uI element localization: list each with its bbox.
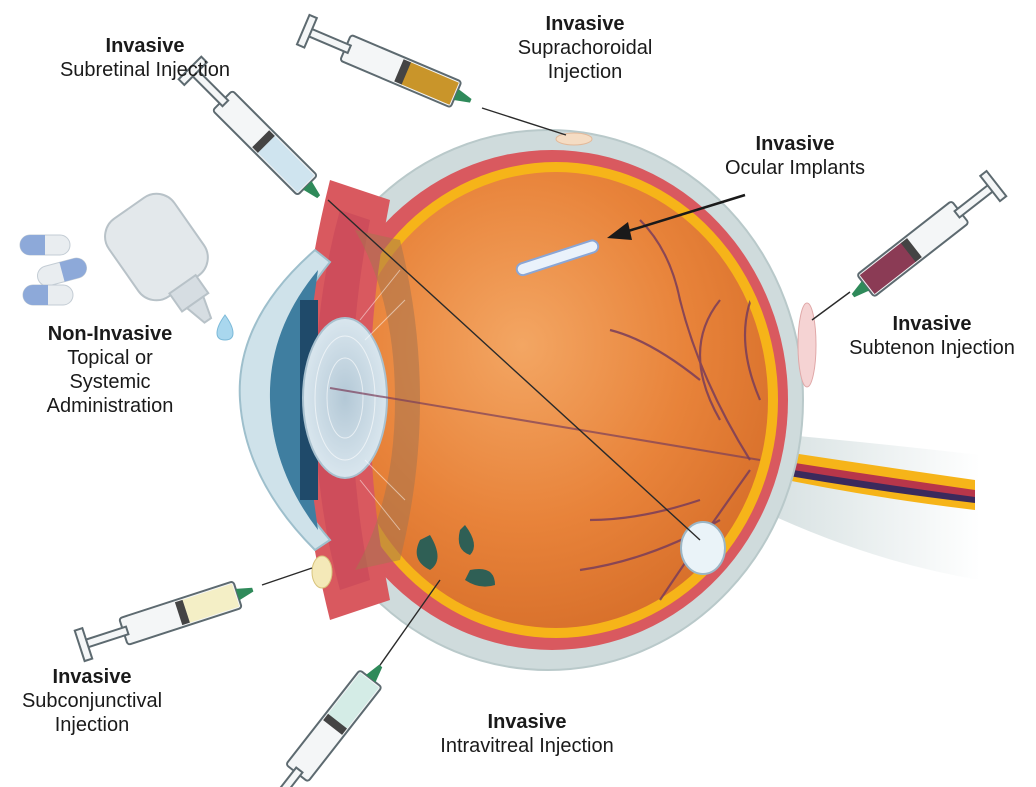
- label-intravitreal: Invasive Intravitreal Injection: [412, 710, 642, 758]
- subconjunctival-bleb: [312, 556, 332, 588]
- label-ocular-implants: Invasive Ocular Implants: [700, 132, 890, 180]
- label-subconjunctival: Invasive Subconjunctival Injection: [2, 665, 182, 737]
- subretinal-bleb: [681, 522, 725, 574]
- syringe-subtenon: [843, 171, 1006, 308]
- label-noninvasive-subtitle: Topical or Systemic Administration: [20, 346, 200, 418]
- syringe-subconjunctival: [75, 574, 258, 661]
- subtenon-bleb: [798, 303, 816, 387]
- label-subretinal-subtitle: Subretinal Injection: [40, 58, 250, 82]
- label-implants-subtitle: Ocular Implants: [700, 156, 890, 180]
- lens: [303, 318, 387, 478]
- label-suprachoroidal-title: Invasive: [490, 12, 680, 36]
- label-intravitreal-title: Invasive: [412, 710, 642, 734]
- label-subretinal: Invasive Subretinal Injection: [40, 34, 250, 82]
- syringe-suprachoroidal: [297, 15, 477, 116]
- label-noninvasive-title: Non-Invasive: [20, 322, 200, 346]
- label-subtenon-subtitle: Subtenon Injection: [832, 336, 1032, 360]
- label-subretinal-title: Invasive: [40, 34, 250, 58]
- label-subconjunctival-subtitle: Subconjunctival Injection: [2, 689, 182, 737]
- label-subtenon: Invasive Subtenon Injection: [832, 312, 1032, 360]
- eye-drop-bottle: [96, 185, 240, 343]
- pill-capsules: [20, 235, 89, 305]
- suprachoroidal-bleb: [556, 133, 592, 145]
- label-intravitreal-subtitle: Intravitreal Injection: [412, 734, 642, 758]
- label-suprachoroidal: Invasive Suprachoroidal Injection: [490, 12, 680, 84]
- syringe-intravitreal: [256, 656, 393, 787]
- label-noninvasive: Non-Invasive Topical or Systemic Adminis…: [20, 322, 200, 418]
- label-subconjunctival-title: Invasive: [2, 665, 182, 689]
- label-implants-title: Invasive: [700, 132, 890, 156]
- label-subtenon-title: Invasive: [832, 312, 1032, 336]
- label-suprachoroidal-subtitle: Suprachoroidal Injection: [490, 36, 680, 84]
- eye-drop: [217, 315, 233, 340]
